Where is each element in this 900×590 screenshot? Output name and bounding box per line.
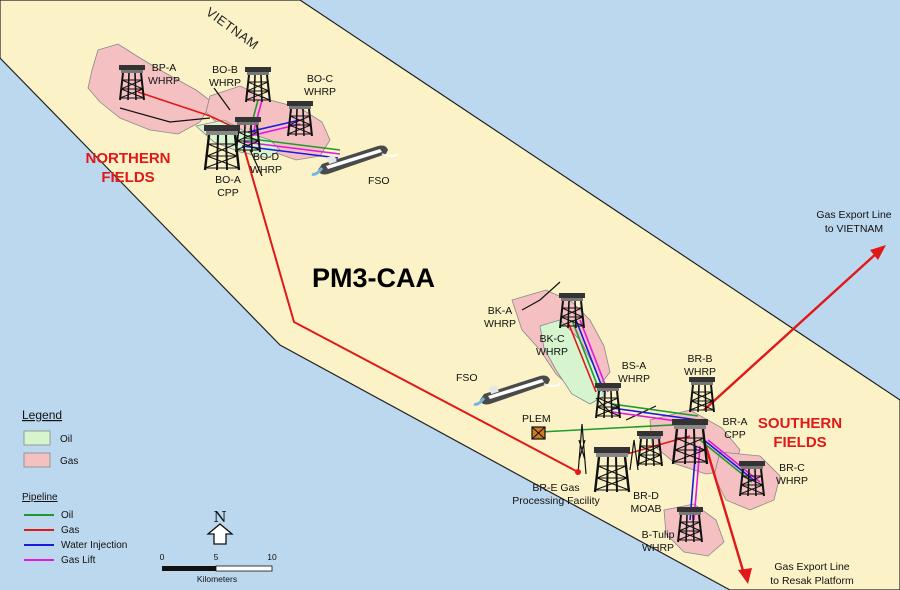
export-vietnam-label-1: Gas Export Line [816, 209, 891, 221]
pipeline-water-label: Water Injection [61, 540, 127, 551]
fso-north-label: FSO [368, 175, 390, 187]
scale-tick-5: 5 [214, 552, 219, 562]
bs-a-label-2: WHRP [618, 373, 650, 385]
br-c-label-2: WHRP [776, 475, 808, 487]
gas-trunk-line [243, 147, 579, 473]
svg-text:N: N [213, 508, 226, 526]
bo-a-label-1: BO-A [215, 174, 241, 186]
export-vietnam-line [703, 245, 886, 411]
bo-a-label-2: CPP [217, 187, 239, 199]
legend-oil-label: Oil [60, 434, 72, 445]
fso-south-label: FSO [456, 372, 478, 384]
flare-tower-icon [575, 423, 639, 475]
br-e-label-1: BR-E Gas [532, 482, 579, 494]
bo-b-label-1: BO-B [212, 64, 238, 76]
pipeline-oil-label: Oil [61, 510, 73, 521]
legend: Legend Oil Gas Pipeline Oil Gas Water In… [22, 408, 127, 566]
pipeline-legend-title: Pipeline [22, 492, 58, 503]
br-c-label-1: BR-C [779, 462, 805, 474]
legend-title: Legend [22, 408, 62, 422]
bp-a-label-1: BP-A [152, 62, 177, 74]
bs-a-label-1: BS-A [622, 360, 647, 372]
scale-tick-0: 0 [160, 552, 165, 562]
br-a-label-2: CPP [724, 429, 746, 441]
scale-tick-10: 10 [267, 552, 277, 562]
southern-fields-label-2: FIELDS [773, 434, 826, 451]
legend-oil-swatch [23, 430, 51, 446]
export-resak-label-1: Gas Export Line [774, 561, 849, 573]
bo-d-label-2: WHRP [250, 164, 282, 176]
legend-gas-label: Gas [60, 456, 78, 467]
br-b-label-1: BR-B [687, 353, 712, 365]
bk-c-label-1: BK-C [539, 333, 565, 345]
export-vietnam-label-2: to VIETNAM [825, 223, 883, 235]
southern-fields-label-1: SOUTHERN [758, 415, 842, 432]
bk-a-label-2: WHRP [484, 318, 516, 330]
br-e-label-2: Processing Facility [512, 495, 600, 507]
scale-bar: 0 5 10 Kilometers [160, 552, 277, 584]
bo-b-label-2: WHRP [209, 77, 241, 89]
export-resak-line [702, 439, 752, 584]
bo-d-label-1: BO-D [253, 151, 280, 163]
br-b-label-2: WHRP [684, 366, 716, 378]
legend-gas-swatch [23, 452, 51, 468]
block-label: PM3-CAA [312, 263, 435, 293]
bk-c-label-2: WHRP [536, 346, 568, 358]
plem-label: PLEM [522, 413, 551, 425]
pipeline-gas-label: Gas [61, 525, 79, 536]
br-a-label-1: BR-A [722, 416, 747, 428]
pipeline-gaslift-label: Gas Lift [61, 555, 96, 566]
bo-c-label-2: WHRP [304, 86, 336, 98]
scale-unit: Kilometers [197, 574, 237, 584]
export-resak-label-2: to Resak Platform [770, 575, 854, 587]
north-arrow-icon: N [206, 508, 234, 545]
plem-marker [531, 426, 546, 440]
bp-a-label-2: WHRP [148, 75, 180, 87]
northern-fields-label-1: NORTHERN [86, 150, 171, 167]
b-tulip-label-1: B-Tulip [642, 529, 675, 541]
br-d-label-1: BR-D [633, 490, 659, 502]
br-d-label-2: MOAB [631, 503, 662, 515]
fault-lines [119, 87, 657, 421]
b-tulip-label-2: WHRP [642, 542, 674, 554]
bk-a-label-1: BK-A [488, 305, 513, 317]
northern-fields-label-2: FIELDS [101, 169, 154, 186]
bo-c-label-1: BO-C [307, 73, 334, 85]
